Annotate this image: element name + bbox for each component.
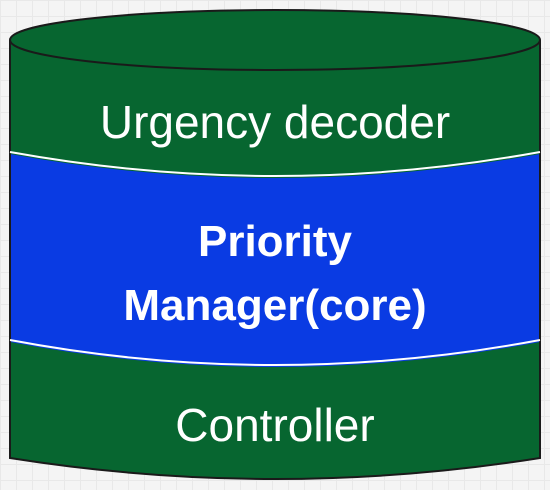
layer-label-controller: Controller [175, 399, 375, 451]
layer-label-priority-line2: Manager(core) [123, 281, 427, 330]
cylinder-top-cap [9, 9, 541, 71]
divider-top [9, 151, 541, 177]
cylinder-top-section [10, 40, 540, 178]
cylinder-middle-section [10, 152, 540, 367]
layer-label-priority-manager: Priority Manager(core) [10, 210, 540, 338]
layer-label-priority-line1: Priority [197, 217, 353, 266]
divider-bottom [9, 339, 541, 366]
layer-label-urgency-decoder: Urgency decoder [99, 96, 451, 148]
